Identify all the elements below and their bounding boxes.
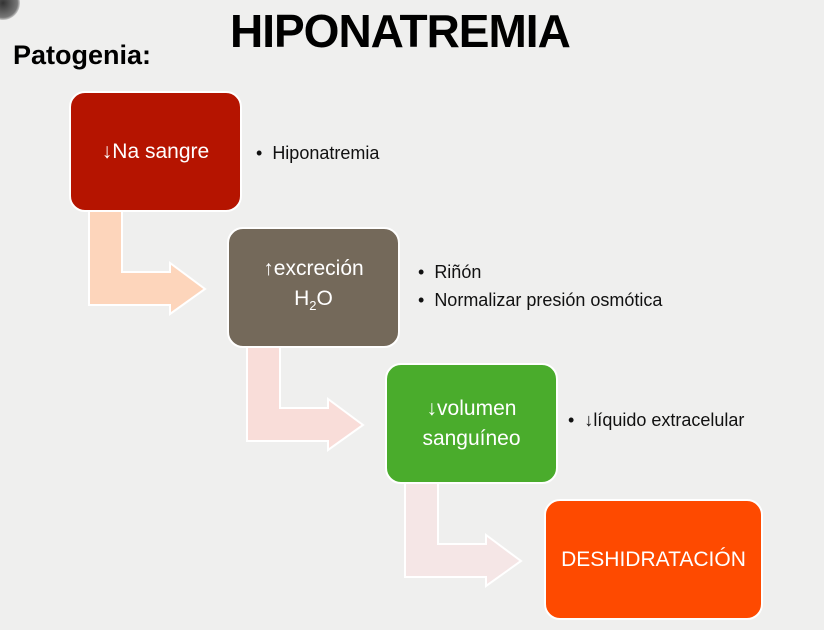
bent-arrow-3 <box>404 482 523 588</box>
bullets-step-2: Riñón Normalizar presión osmótica <box>418 258 662 314</box>
bullet-item: ↓líquido extracelular <box>568 406 744 434</box>
step-box-volumen: ↓volumen sanguíneo <box>385 363 558 484</box>
step-label: ↓Na sangre <box>101 139 210 163</box>
page-title: HIPONATREMIA <box>230 5 571 57</box>
bent-arrow-1 <box>88 210 207 316</box>
step-label-formula: H2O <box>294 286 333 314</box>
step-box-na-sangre: ↓Na sangre <box>69 91 242 212</box>
bullets-step-1: Hiponatremia <box>256 139 379 167</box>
section-subtitle: Patogenia: <box>13 40 152 70</box>
bullet-item: Hiponatremia <box>256 139 379 167</box>
step-label-2: sanguíneo <box>422 426 521 450</box>
step-box-excrecion: ↑excreción H2O <box>227 227 400 348</box>
bent-arrow-2 <box>246 346 365 452</box>
step-box-deshidratacion: DESHIDRATACIÓN <box>544 499 763 620</box>
bullet-item: Normalizar presión osmótica <box>418 286 662 314</box>
bullet-item: Riñón <box>418 258 662 286</box>
bullets-step-3: ↓líquido extracelular <box>568 406 744 434</box>
corner-decoration <box>0 0 20 20</box>
step-label: ↓volumen <box>426 396 517 420</box>
step-label: DESHIDRATACIÓN <box>561 547 746 571</box>
step-label: ↑excreción <box>263 256 364 280</box>
